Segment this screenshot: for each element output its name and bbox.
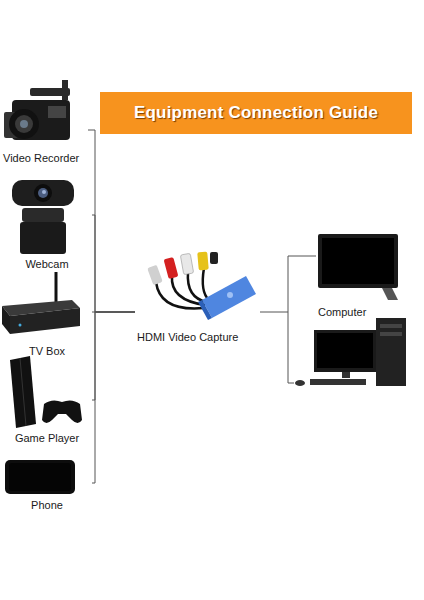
- desktop-computer-picture: [295, 318, 406, 386]
- connector-line: [260, 312, 288, 313]
- computer-group: Computer: [288, 232, 413, 392]
- device-item: TV Box: [2, 275, 92, 360]
- node-label: TV Box: [2, 345, 92, 358]
- connector-line: [92, 312, 135, 483]
- node-label: Webcam: [2, 258, 92, 271]
- node-label: Phone: [2, 499, 92, 512]
- diagram-title: Equipment Connection Guide: [134, 103, 378, 123]
- capture-device: HDMI Video Capture: [135, 248, 260, 346]
- node-label: Game Player: [2, 432, 92, 445]
- device-item: Video Recorder: [2, 80, 88, 168]
- device-item: Webcam: [2, 175, 92, 273]
- computer-bracket: [288, 256, 316, 383]
- node-label: Computer: [318, 306, 366, 319]
- game-console-picture: [10, 356, 82, 428]
- node-label: Video Recorder: [3, 152, 79, 165]
- webcam-picture: [12, 180, 74, 254]
- video-camera-picture: [4, 80, 70, 140]
- connector-line: [92, 312, 135, 400]
- tablet-computer-picture: [318, 234, 398, 300]
- title-banner: Equipment Connection Guide: [100, 92, 412, 134]
- tv-box-picture: [2, 272, 80, 334]
- device-item: Game Player: [2, 355, 92, 447]
- capture-device-picture: [147, 252, 256, 320]
- device-item: Phone: [2, 455, 92, 515]
- phone-picture: [5, 460, 75, 494]
- node-label: HDMI Video Capture: [137, 331, 238, 344]
- connector-line: [88, 130, 135, 312]
- connector-line: [92, 215, 135, 312]
